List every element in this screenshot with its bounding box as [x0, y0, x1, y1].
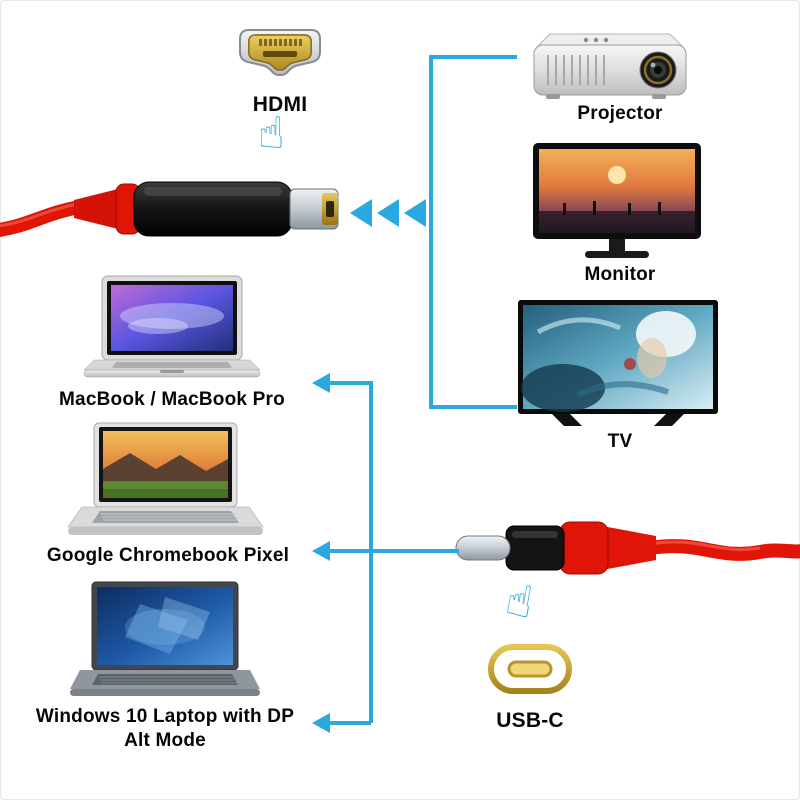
- left-arrows-icon: [350, 199, 426, 227]
- windows-laptop-illustration: [70, 581, 260, 696]
- macbook-keyboard: [112, 362, 232, 368]
- hdmi-cable-illustration: [0, 181, 339, 237]
- hdmi-plug-face-icon: [239, 29, 321, 76]
- usbc-cable-illustration: [455, 521, 800, 575]
- tv-foot-left: [552, 414, 582, 426]
- monitor-stand: [609, 239, 625, 251]
- windows-screen: [97, 587, 233, 665]
- monitor-label: Monitor: [584, 264, 656, 285]
- usbc-port-icon: [488, 644, 572, 694]
- monitor-illustration: [533, 143, 701, 258]
- macbook-screen: [111, 285, 233, 351]
- chromebook-illustration: [67, 422, 264, 535]
- hdmi-pins: [259, 39, 302, 46]
- macbook-label: MacBook / MacBook Pro: [59, 389, 285, 410]
- hdmi-label: HDMI: [252, 93, 308, 116]
- usbc-plug: [455, 535, 511, 561]
- macbook-arrowhead: [312, 373, 330, 393]
- projector-illustration: [533, 33, 687, 99]
- tv-foot-right: [654, 414, 684, 426]
- strain-relief: [602, 526, 656, 570]
- chromebook-arrowhead: [312, 541, 330, 561]
- chromebook-label: Google Chromebook Pixel: [46, 545, 290, 566]
- windows-laptop-label: Windows 10 Laptop with DP Alt Mode: [35, 706, 295, 751]
- projector-label: Projector: [577, 103, 663, 124]
- tap-hand-icon: ☝: [258, 108, 285, 159]
- red-cable: [643, 539, 800, 561]
- right-bracket-line: [429, 55, 517, 409]
- red-cable: [0, 200, 87, 237]
- strain-relief: [74, 188, 122, 230]
- windows-arrowhead: [312, 713, 330, 733]
- macbook-illustration: [83, 275, 261, 378]
- tv-label: TV: [607, 431, 633, 452]
- projector-vents: [547, 55, 605, 85]
- tv-illustration: [518, 300, 718, 426]
- usbc-label: USB-C: [496, 709, 564, 732]
- tap-hand-icon: ☝: [501, 574, 538, 629]
